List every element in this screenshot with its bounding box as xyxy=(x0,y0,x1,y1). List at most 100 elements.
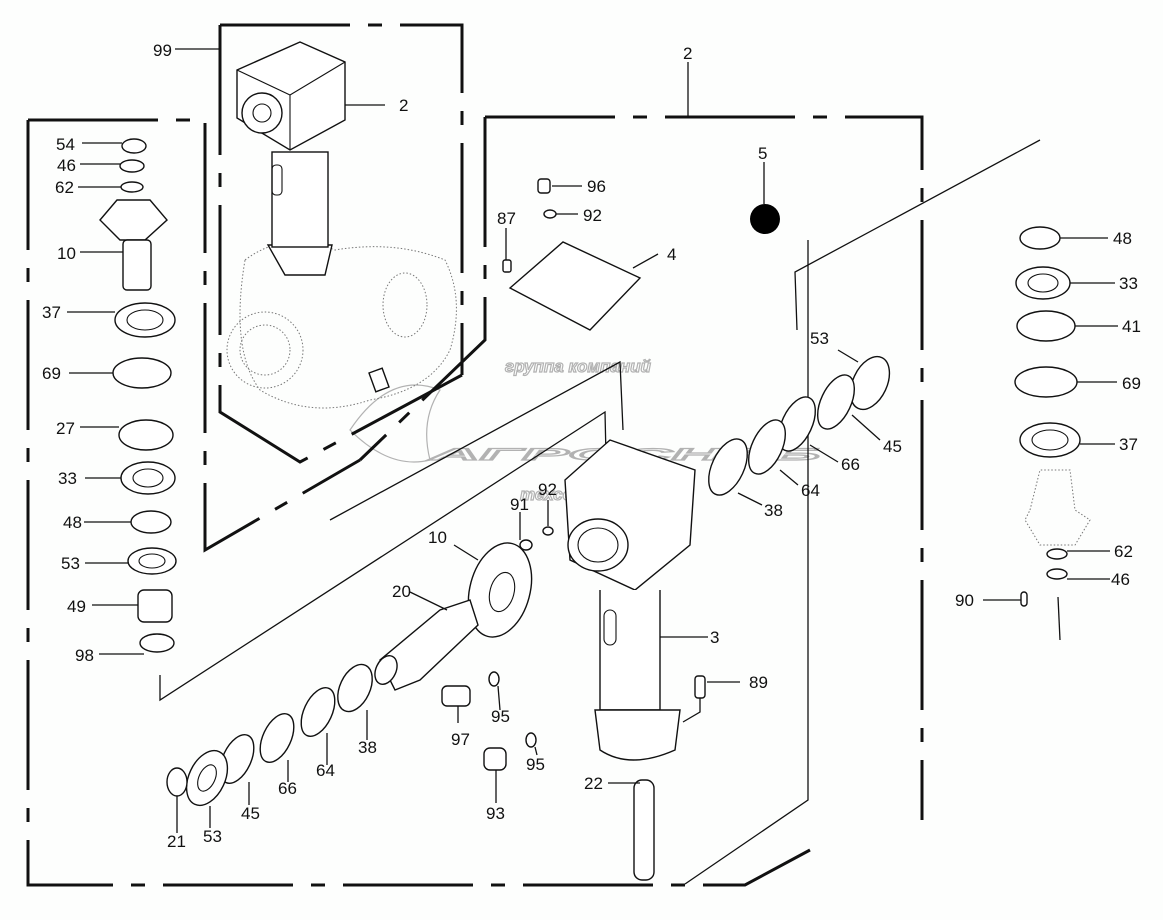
callout-48-left: 48 xyxy=(63,513,82,532)
callout-92-top: 92 xyxy=(583,206,602,225)
axis-line-bottom xyxy=(684,240,809,885)
callout-4: 4 xyxy=(667,245,676,264)
callout-2-group: 2 xyxy=(683,44,692,63)
frame-group-2 xyxy=(358,115,924,820)
part-87-screw xyxy=(502,259,512,273)
callout-95-a: 95 xyxy=(491,707,510,726)
callout-53-low: 53 xyxy=(203,827,222,846)
callout-93: 93 xyxy=(486,804,505,823)
callout-69-right: 69 xyxy=(1122,374,1141,393)
part-45-ring-mid xyxy=(816,374,856,430)
part-53-seal-mid xyxy=(849,355,891,411)
callout-92-mid: 92 xyxy=(538,480,557,499)
part-97-plug xyxy=(441,685,471,707)
callout-89: 89 xyxy=(749,673,768,692)
part-4-cover-plate xyxy=(508,241,642,331)
part-20-shaft xyxy=(379,599,479,691)
part-22-shaft xyxy=(633,779,655,881)
part-62-washer xyxy=(120,181,144,193)
part-48-nut-right xyxy=(1019,226,1061,250)
callout-10-mid: 10 xyxy=(428,528,447,547)
part-45-ring-low xyxy=(219,734,255,784)
callout-66-low: 66 xyxy=(278,779,297,798)
left-column-parts xyxy=(99,138,177,653)
callout-62-right: 62 xyxy=(1114,542,1133,561)
callout-90: 90 xyxy=(955,591,974,610)
callout-99: 99 xyxy=(153,41,172,60)
callout-labels: 99 2 2 5 96 92 87 4 54 46 62 10 37 69 27… xyxy=(42,41,1141,851)
part-64-ring-low xyxy=(300,687,336,737)
leader-lines xyxy=(67,48,1118,833)
axis-line-right-bottom xyxy=(1057,596,1061,641)
part-92-washer-mid xyxy=(542,526,554,536)
callout-45-mid: 45 xyxy=(883,437,902,456)
callout-20: 20 xyxy=(392,582,411,601)
callout-38-low: 38 xyxy=(358,738,377,757)
callout-33-left: 33 xyxy=(58,469,77,488)
part-33-bearing-right xyxy=(1015,266,1071,300)
part-37-bearing xyxy=(114,302,176,338)
callout-62-left: 62 xyxy=(55,178,74,197)
frame-left-column xyxy=(26,118,811,887)
part-38-bearing-low xyxy=(337,663,373,713)
part-21-cap xyxy=(166,767,188,797)
part-33-bearing xyxy=(120,461,176,495)
part-98-clamp xyxy=(139,633,175,653)
callout-96: 96 xyxy=(587,177,606,196)
part-37-bearing-right xyxy=(1019,422,1081,458)
callout-3: 3 xyxy=(710,628,719,647)
ghost-gear-right xyxy=(1024,469,1091,546)
part-95-washer-b xyxy=(525,732,537,748)
callout-53-left: 53 xyxy=(61,554,80,573)
callout-41: 41 xyxy=(1122,317,1141,336)
part-89-screw xyxy=(694,675,706,699)
callout-64-mid: 64 xyxy=(801,481,820,500)
callout-69-left: 69 xyxy=(42,364,61,383)
frame-group-99 xyxy=(218,23,464,464)
callout-97: 97 xyxy=(451,730,470,749)
part-10-ring-gear xyxy=(467,542,533,638)
callout-21: 21 xyxy=(167,832,186,851)
part-48-nut xyxy=(130,510,172,534)
part-41-snap-ring xyxy=(1016,310,1076,342)
part-3-housing-tube xyxy=(599,590,661,711)
part-46-ring-right xyxy=(1046,568,1068,580)
callout-37-left: 37 xyxy=(42,303,61,322)
assembled-gearbox xyxy=(226,41,457,409)
part-64-ring-mid xyxy=(747,419,787,475)
callout-53-mid: 53 xyxy=(810,329,829,348)
part-90-pin xyxy=(1020,591,1028,607)
part-69-oring xyxy=(112,357,172,389)
callout-54: 54 xyxy=(56,135,75,154)
callout-10-left: 10 xyxy=(57,244,76,263)
part-69-oring-right xyxy=(1014,366,1078,398)
watermark-logo xyxy=(349,384,441,463)
part-66-ring-mid xyxy=(777,396,817,452)
part-91-nut xyxy=(519,539,533,551)
part-27-race xyxy=(118,419,174,451)
callout-46-right: 46 xyxy=(1111,570,1130,589)
callout-27: 27 xyxy=(56,419,75,438)
callout-98: 98 xyxy=(75,646,94,665)
right-column-parts xyxy=(1014,226,1091,607)
part-92-washer-top xyxy=(543,209,557,219)
part-53-seal xyxy=(127,547,177,575)
part-62-washer-right xyxy=(1046,548,1068,560)
callout-2-assembly: 2 xyxy=(399,96,408,115)
part-95-washer-a xyxy=(488,671,500,687)
callout-46-left: 46 xyxy=(57,156,76,175)
callout-5: 5 xyxy=(758,144,767,163)
part-49-bushing xyxy=(137,589,173,623)
callout-64-low: 64 xyxy=(316,761,335,780)
part-54-cap xyxy=(121,138,147,154)
callout-87: 87 xyxy=(497,209,516,228)
callout-48-right: 48 xyxy=(1113,229,1132,248)
callout-95-b: 95 xyxy=(526,755,545,774)
part-53-seal-low xyxy=(185,749,229,807)
callout-66-mid: 66 xyxy=(841,455,860,474)
callout-22: 22 xyxy=(584,774,603,793)
part-93-plug xyxy=(483,747,507,771)
callout-37-right: 37 xyxy=(1119,435,1138,454)
callout-38-mid: 38 xyxy=(764,501,783,520)
